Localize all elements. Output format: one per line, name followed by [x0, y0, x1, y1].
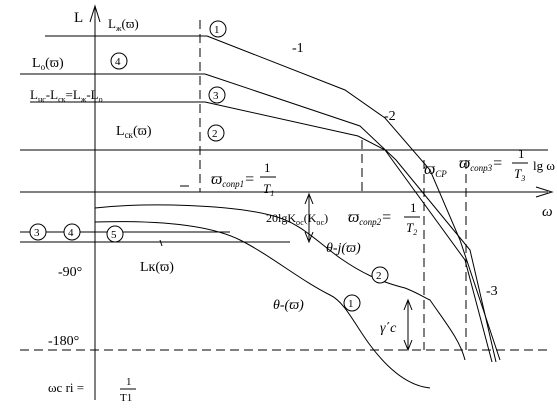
svg-text:ϖсопр3=: ϖсопр3= — [459, 155, 503, 173]
lg-axis-label: lg ω — [533, 158, 555, 173]
label-w-cp: ϖCP — [424, 161, 447, 179]
svg-text:2: 2 — [376, 270, 382, 282]
curve-1 — [206, 35, 501, 361]
label-L-sk: Lск(ϖ) — [116, 124, 152, 140]
svg-text:1: 1 — [518, 146, 525, 161]
phase-tick-180: -180° — [48, 334, 79, 349]
phase-curve-1 — [94, 221, 431, 389]
label-L-nc: Lнс-Lск=Lж-Lo — [30, 87, 103, 104]
slope-minus-3: -3 — [486, 284, 498, 299]
y-axis-arrow — [89, 4, 101, 23]
svg-text:4: 4 — [68, 227, 74, 239]
svg-text:3: 3 — [34, 227, 40, 239]
label-w-sopr3: ϖсопр3= 1 T3 — [459, 146, 528, 183]
curve-2 — [204, 73, 497, 363]
circle-marker-3-top: 3 — [208, 86, 226, 104]
svg-text:ωc ri =: ωc ri = — [48, 380, 84, 395]
phase-tick-90: -90° — [58, 265, 82, 280]
svg-text:5: 5 — [111, 229, 117, 241]
curve-3 — [204, 101, 493, 363]
gain-label: 20lgKос(Kос) — [266, 211, 328, 227]
svg-text:T3: T3 — [514, 166, 525, 183]
circle-marker-2-top: 2 — [207, 124, 225, 142]
label-theta-j: θ-j(ϖ) — [326, 241, 361, 256]
gamma-arrow-head-bottom — [403, 339, 413, 352]
gamma-arrow-head-top — [403, 298, 413, 311]
label-theta-neg: θ-(ϖ) — [273, 298, 304, 313]
svg-text:4: 4 — [115, 56, 121, 68]
label-L-zh: Lж(ϖ) — [108, 16, 139, 33]
slope-minus-2: -2 — [384, 109, 396, 124]
svg-text:1: 1 — [126, 376, 132, 388]
label-L-k: Lк(ϖ) — [140, 260, 174, 275]
label-w-sopr2: ϖсопр2= 1 T2 — [348, 200, 420, 237]
svg-text:1: 1 — [214, 24, 220, 36]
x-axis-label: ω — [542, 204, 553, 220]
circle-marker-1-top: 1 — [209, 20, 227, 38]
svg-text:1: 1 — [410, 200, 417, 215]
svg-text:T1: T1 — [263, 181, 274, 198]
svg-text:T1: T1 — [120, 392, 132, 404]
gain-arrow-head-top — [304, 192, 314, 205]
gain-arrow-head-bottom — [304, 231, 314, 244]
bottom-formula: ωc ri = 1 T1 — [48, 376, 136, 404]
label-gamma-c: γ΄c — [380, 321, 397, 336]
phase-curve-2 — [94, 204, 466, 361]
svg-text:1: 1 — [348, 298, 354, 310]
circle-marker-4-phase: 4 — [63, 223, 81, 241]
x-axis-arrow — [535, 186, 554, 198]
svg-text:T2: T2 — [406, 220, 417, 237]
y-axis-label: L — [74, 10, 83, 26]
circle-marker-1-phase: 1 — [343, 294, 361, 312]
svg-text:ϖсопр1=: ϖсопр1= — [211, 171, 255, 189]
slope-minus-1: -1 — [292, 41, 304, 56]
label-L-o: Lo(ϖ) — [32, 56, 64, 72]
svg-text:3: 3 — [213, 90, 219, 102]
svg-text:2: 2 — [212, 128, 218, 140]
svg-text:ϖCP: ϖCP — [424, 161, 447, 179]
circle-marker-2-phase: 2 — [371, 266, 389, 284]
svg-text:ϖсопр2=: ϖсопр2= — [348, 209, 392, 227]
circle-marker-3-phase: 3 — [29, 223, 47, 241]
circle-marker-4-top: 4 — [110, 52, 128, 70]
phase-tick — [159, 239, 163, 247]
label-w-sopr1: ϖсопр1= 1 T1 — [211, 160, 276, 198]
svg-text:1: 1 — [264, 160, 271, 175]
circle-marker-5-phase: 5 — [106, 225, 124, 243]
